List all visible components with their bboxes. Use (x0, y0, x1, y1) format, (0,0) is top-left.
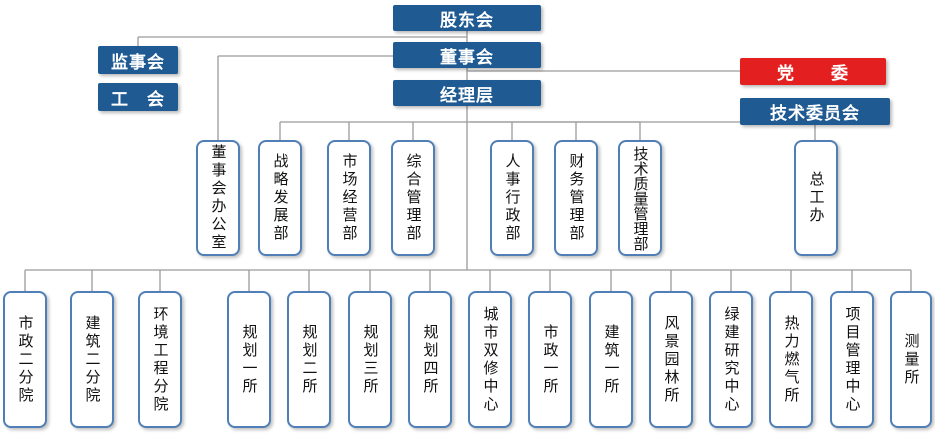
dept-label: 技术质量管理部 (631, 145, 650, 251)
branch-box: 规划三所 (348, 291, 392, 428)
dept-general-admin: 综合管理部 (391, 140, 435, 256)
dept-label: 市场经营部 (340, 153, 359, 243)
dept-board-office: 董事会办公室 (196, 140, 240, 256)
dept-hr-admin: 人事行政部 (490, 140, 534, 256)
dept-label: 董事会办公室 (209, 144, 228, 252)
branch-label: 建筑二分院 (83, 314, 102, 405)
shareholders-box: 股东会 (393, 5, 541, 31)
branch-box: 规划二所 (287, 291, 331, 428)
branch-label: 规划三所 (361, 323, 380, 396)
dept-label: 综合管理部 (404, 153, 423, 243)
union-box: 工 会 (98, 83, 178, 111)
branch-label: 市政一所 (541, 323, 560, 396)
dept-finance: 财务管理部 (554, 140, 598, 256)
branch-label: 环境工程分院 (151, 305, 170, 414)
branch-box: 规划一所 (227, 291, 271, 428)
chief-engineer-office: 总工办 (794, 140, 838, 256)
management-box: 经理层 (393, 80, 541, 106)
branch-label: 规划一所 (240, 323, 259, 396)
branch-label: 热力燃气所 (782, 314, 801, 405)
branch-label: 规划二所 (300, 323, 319, 396)
branch-box: 规划四所 (408, 291, 452, 428)
dept-tech-quality: 技术质量管理部 (618, 140, 662, 256)
branch-box: 市政一所 (528, 291, 572, 428)
branch-box: 项目管理中心 (830, 291, 874, 428)
branch-label: 项目管理中心 (843, 305, 862, 414)
branch-label: 风景园林所 (662, 314, 681, 405)
party-box: 党 委 (740, 58, 886, 85)
branch-box: 城市双修中心 (468, 291, 512, 428)
board-box: 董事会 (393, 42, 541, 68)
branch-box: 环境工程分院 (138, 291, 182, 428)
technical-committee-box: 技术委员会 (740, 98, 890, 125)
branch-label: 测量所 (902, 332, 921, 387)
branch-box: 市政二分院 (3, 291, 47, 428)
dept-marketing: 市场经营部 (327, 140, 371, 256)
dept-label: 总工办 (807, 171, 826, 225)
branch-label: 绿建研究中心 (722, 305, 741, 414)
dept-label: 人事行政部 (503, 153, 522, 243)
branch-label: 建筑一所 (602, 323, 621, 396)
dept-label: 财务管理部 (567, 153, 586, 243)
dept-strategy: 战略发展部 (258, 140, 302, 256)
branch-label: 市政二分院 (16, 314, 35, 405)
branch-box: 热力燃气所 (769, 291, 813, 428)
branch-label: 城市双修中心 (481, 305, 500, 414)
branch-box: 风景园林所 (649, 291, 693, 428)
dept-label: 战略发展部 (271, 153, 290, 243)
branch-box: 绿建研究中心 (709, 291, 753, 428)
branch-box: 建筑二分院 (70, 291, 114, 428)
branch-label: 规划四所 (421, 323, 440, 396)
branch-box: 建筑一所 (589, 291, 633, 428)
branch-box: 测量所 (890, 291, 932, 428)
supervisory-box: 监事会 (98, 46, 178, 74)
